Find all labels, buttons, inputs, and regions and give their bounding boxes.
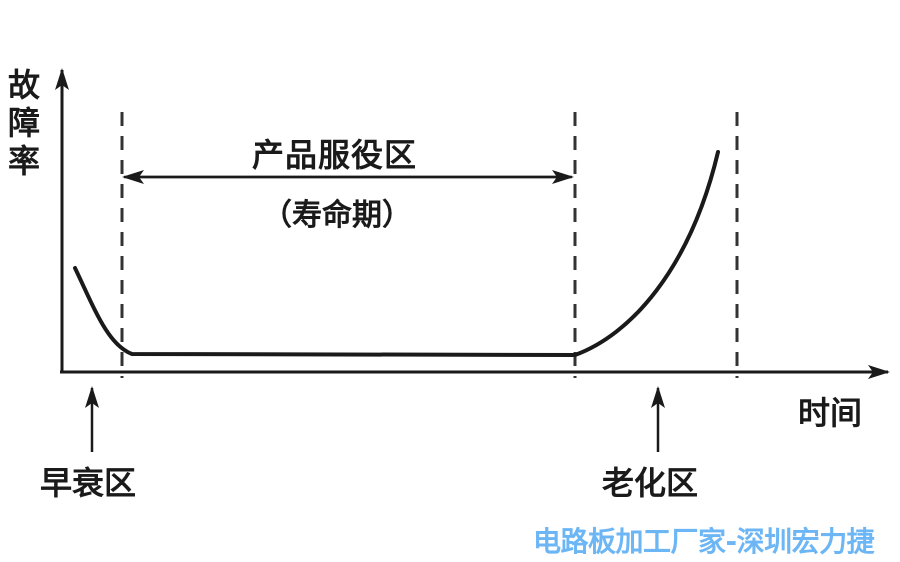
y-axis-label-char: 率	[8, 142, 41, 180]
service-region-sublabel: （寿命期）	[262, 198, 412, 233]
watermark: 电路板加工厂家-深圳宏力捷	[533, 525, 875, 558]
aging-label: 老化区	[602, 464, 699, 502]
y-axis-label-char: 障	[8, 104, 41, 142]
service-region-label: 产品服役区	[252, 136, 418, 174]
x-axis-label: 时间	[798, 394, 863, 432]
failure-rate-curve	[73, 150, 720, 358]
y-axis-label-char: 故	[8, 66, 41, 104]
y-axis-label: 故 障 率	[8, 66, 48, 180]
early-failure-label: 早衰区	[40, 464, 137, 502]
